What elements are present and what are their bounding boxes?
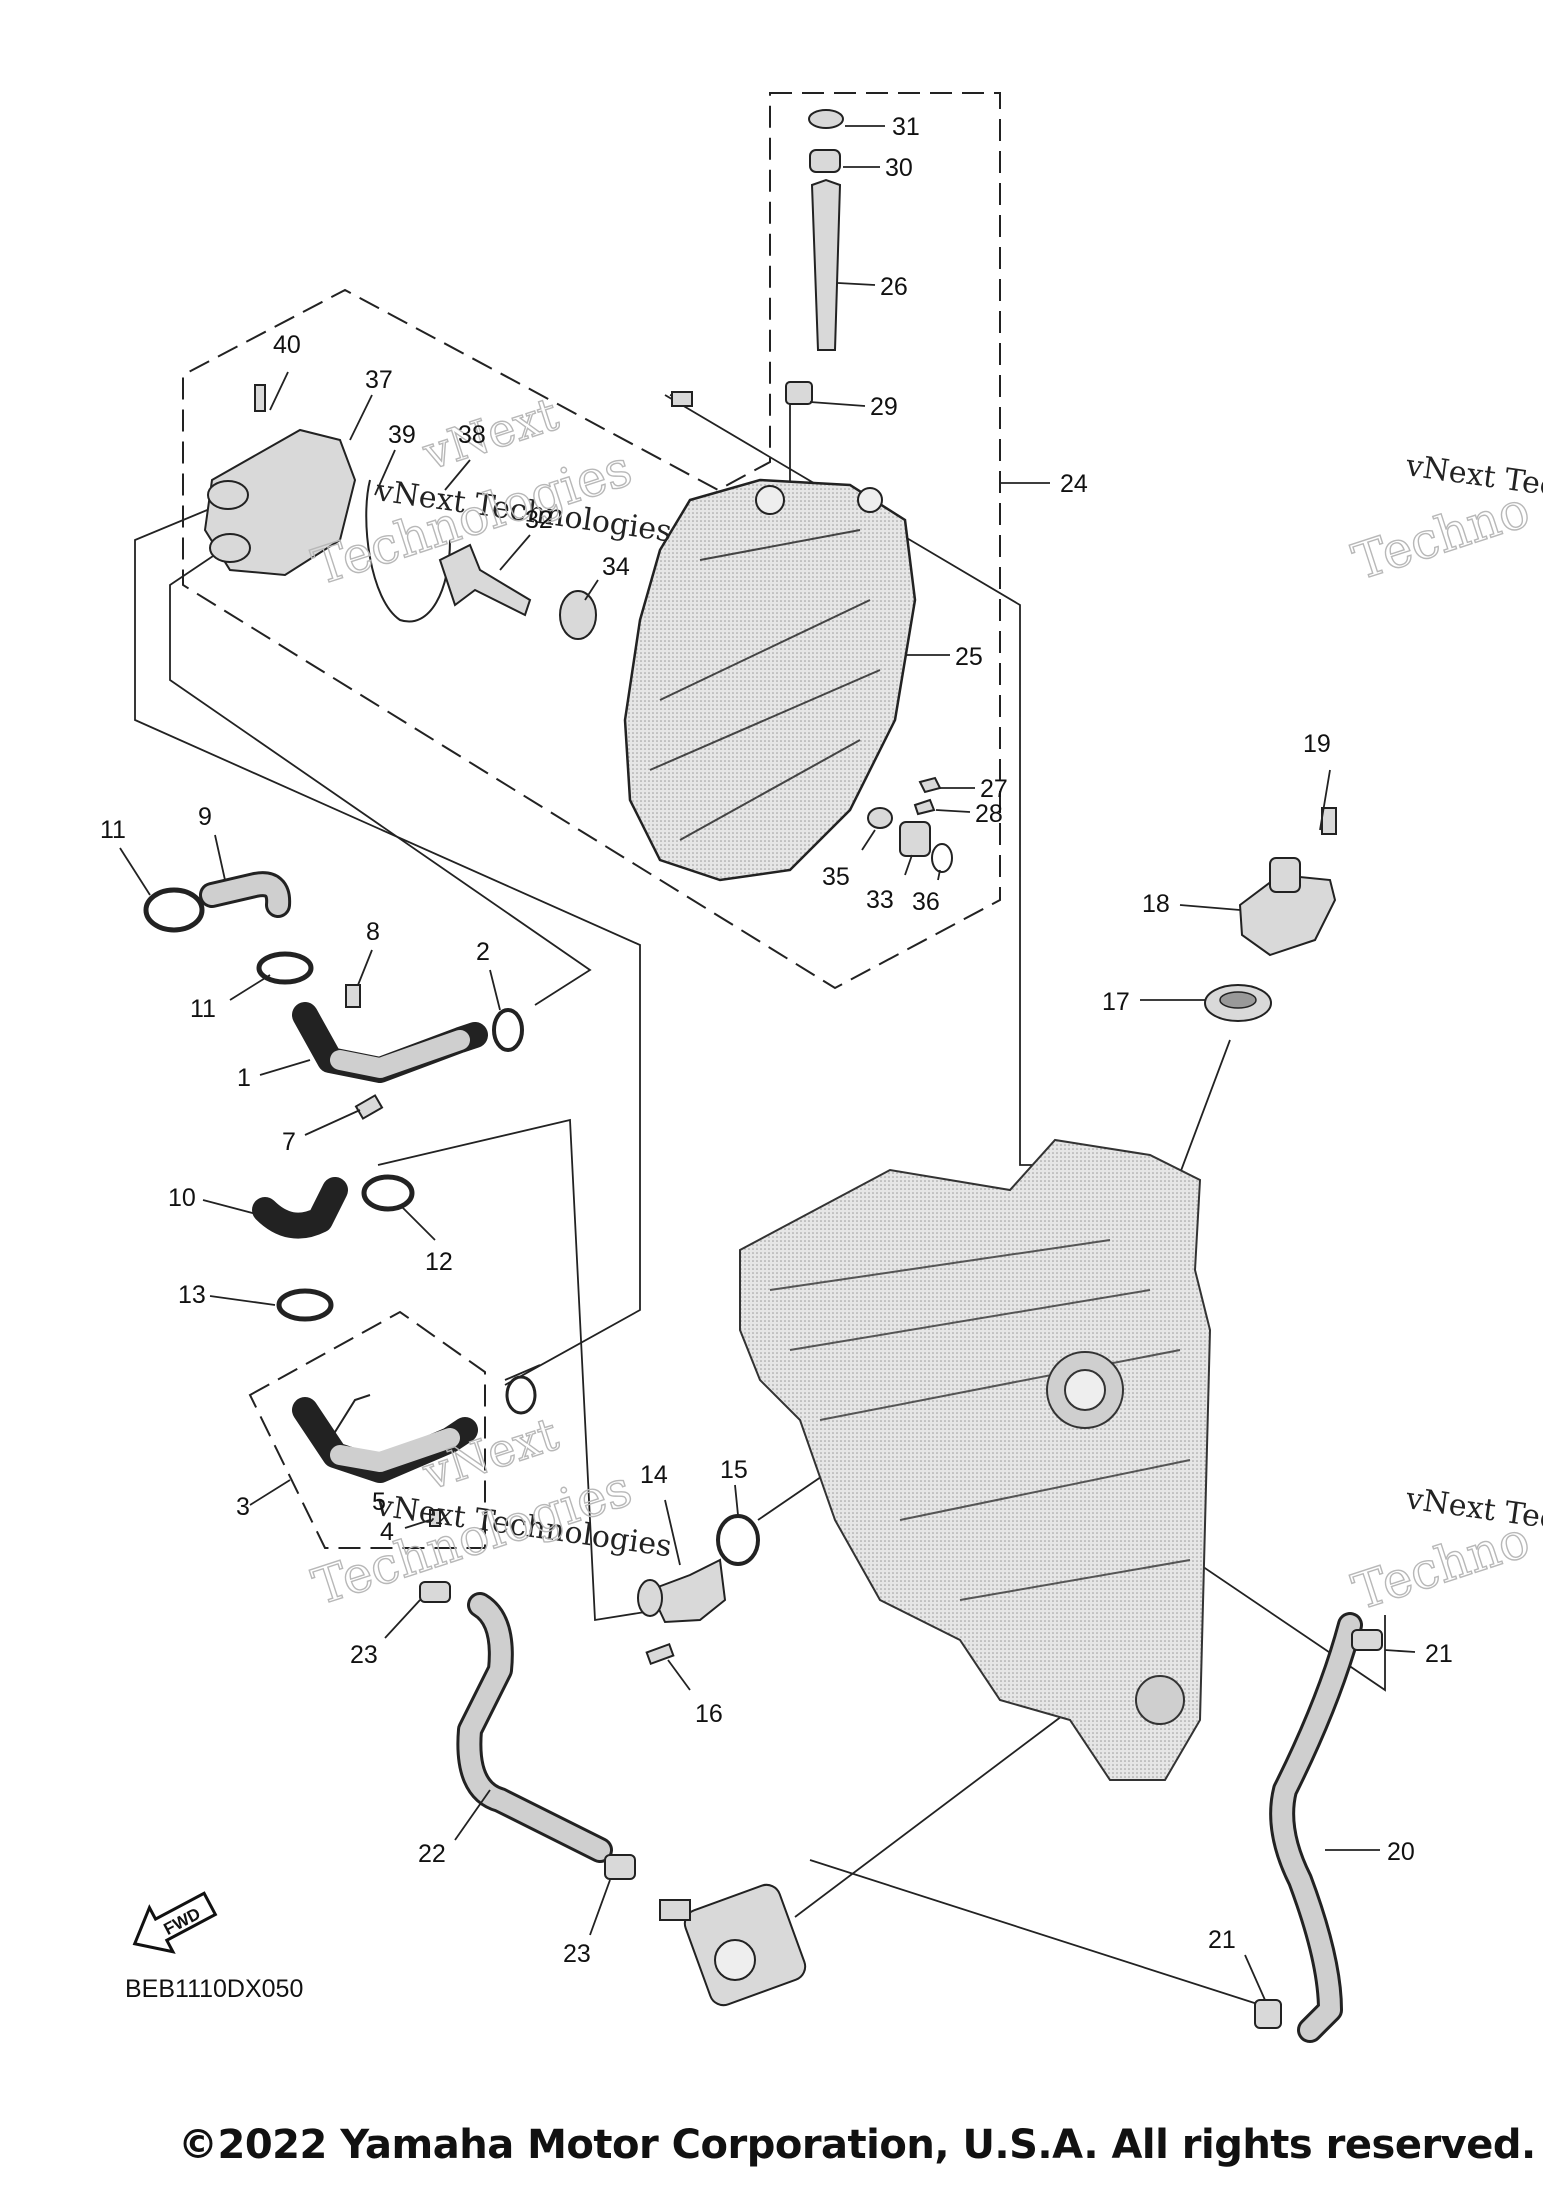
callout-11-top: 11 — [100, 816, 126, 844]
engine-block — [739, 1138, 1212, 1781]
callout-23-bottom: 23 — [563, 1940, 591, 1968]
callout-9: 9 — [198, 803, 212, 831]
callout-10: 10 — [168, 1184, 196, 1212]
thermostat-assembly — [1204, 807, 1337, 1022]
callout-12: 12 — [425, 1248, 453, 1276]
clamp-23-top — [419, 1581, 451, 1603]
callout-28: 28 — [975, 800, 1003, 828]
o-ring-3 — [505, 1375, 537, 1415]
callout-18: 18 — [1142, 890, 1170, 918]
callout-22: 22 — [418, 1840, 446, 1868]
svg-text:Techno: Techno — [1346, 1510, 1537, 1621]
callout-8: 8 — [366, 918, 380, 946]
callout-labels: 31 30 26 29 24 40 37 39 38 32 34 25 27 2… — [100, 113, 1453, 1968]
callout-13: 13 — [178, 1281, 206, 1309]
callout-3: 3 — [236, 1493, 250, 1521]
bolt-16 — [645, 1642, 675, 1666]
pipe-1 — [292, 1002, 488, 1083]
fitting-14 — [637, 1558, 727, 1624]
hose-9 — [199, 871, 292, 918]
callout-21-top: 21 — [1425, 1640, 1453, 1668]
oil-cooler — [659, 1883, 807, 2007]
callout-36: 36 — [912, 888, 940, 916]
shaft-stack — [669, 109, 844, 407]
clamp-23-bottom — [604, 1854, 636, 1880]
callout-37: 37 — [365, 366, 393, 394]
clamp-21-top — [1351, 1629, 1383, 1651]
callout-33: 33 — [866, 886, 894, 914]
dashed-box-24 — [182, 92, 1001, 990]
pipe-3 — [292, 1394, 478, 1483]
callout-5: 5 — [372, 1488, 386, 1516]
callout-17: 17 — [1102, 988, 1130, 1016]
small-seals — [867, 776, 953, 873]
o-ring-15 — [716, 1514, 760, 1566]
bolt-7 — [354, 1094, 384, 1120]
svg-text:Techno: Techno — [1346, 480, 1537, 591]
callout-21-bottom: 21 — [1208, 1926, 1236, 1954]
fwd-arrow-icon: FWD — [132, 1891, 218, 1954]
callout-31: 31 — [892, 113, 920, 141]
hose-10 — [252, 1177, 348, 1239]
copyright-notice: ©2022 Yamaha Motor Corporation, U.S.A. A… — [178, 2122, 1536, 2168]
callout-32: 32 — [525, 506, 553, 534]
callout-2: 2 — [476, 938, 490, 966]
o-ring-2 — [492, 1008, 524, 1052]
callout-20: 20 — [1387, 1838, 1415, 1866]
impeller-shaft — [438, 543, 597, 640]
callout-26: 26 — [880, 273, 908, 301]
callout-38: 38 — [458, 421, 486, 449]
diagram-code: BEB1110DX050 — [125, 1975, 303, 2003]
clamp-13 — [276, 1288, 334, 1322]
clamp-21-bottom — [1254, 1999, 1282, 2029]
callout-35: 35 — [822, 863, 850, 891]
water-pump-housing — [203, 384, 451, 623]
callout-23-top: 23 — [350, 1641, 378, 1669]
callout-40: 40 — [273, 331, 301, 359]
callout-24: 24 — [1060, 470, 1088, 498]
callout-19: 19 — [1303, 730, 1331, 758]
dashed-box-3 — [248, 1310, 486, 1549]
callout-39: 39 — [388, 421, 416, 449]
clamp-11-top — [143, 887, 205, 933]
callout-11-mid: 11 — [190, 995, 216, 1023]
callout-15: 15 — [720, 1456, 748, 1484]
crankcase-cover — [623, 478, 917, 882]
hose-20 — [1269, 1612, 1363, 2043]
callout-4: 4 — [380, 1518, 394, 1546]
callout-7: 7 — [282, 1128, 296, 1156]
callout-30: 30 — [885, 154, 913, 182]
callout-1: 1 — [237, 1064, 251, 1092]
callout-34: 34 — [602, 553, 630, 581]
bolt-8 — [345, 984, 361, 1008]
callout-16: 16 — [695, 1700, 723, 1728]
callout-25: 25 — [955, 643, 983, 671]
callout-leaders — [119, 125, 1416, 2001]
clamp-11-mid — [256, 951, 314, 985]
hose-22 — [456, 1592, 613, 1863]
callout-14: 14 — [640, 1461, 668, 1489]
bolt-4 — [429, 1509, 441, 1527]
callout-27: 27 — [980, 775, 1008, 803]
clamp-12 — [361, 1174, 415, 1212]
callout-29: 29 — [870, 393, 898, 421]
